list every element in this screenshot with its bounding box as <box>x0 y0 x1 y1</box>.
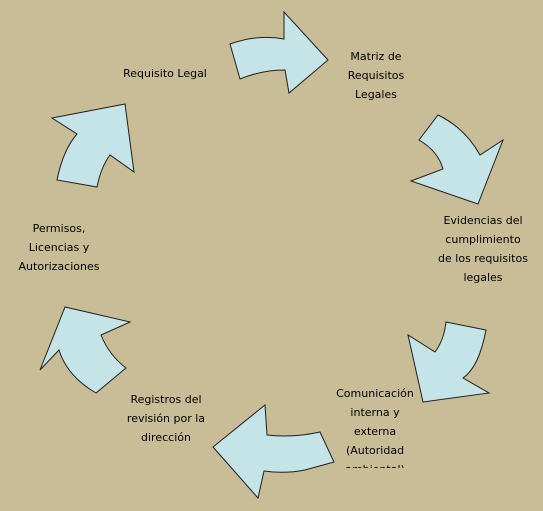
node-evidencias: Evidencias del cumplimiento de los requi… <box>438 214 528 284</box>
arrow-comunicacion-to-registros <box>212 404 335 500</box>
node-registros: Registros del revisión por la dirección <box>126 393 206 444</box>
node-permisos: Permisos, Licencias y Autorizaciones <box>18 222 100 273</box>
node-matriz: Matriz de Requisitos Legales <box>347 50 405 101</box>
arrow-registros-to-permisos <box>39 306 132 394</box>
arrow-permisos-to-requisito <box>50 103 135 188</box>
node-requisito-legal: Requisito Legal <box>123 67 207 80</box>
arrow-requisito-to-matriz <box>229 10 329 94</box>
arrow-evidencias-to-comunicacion <box>407 321 491 403</box>
arrow-matriz-to-evidencias <box>409 114 505 205</box>
node-comunicacion: Comunicación interna y externa (Autorida… <box>336 387 414 468</box>
